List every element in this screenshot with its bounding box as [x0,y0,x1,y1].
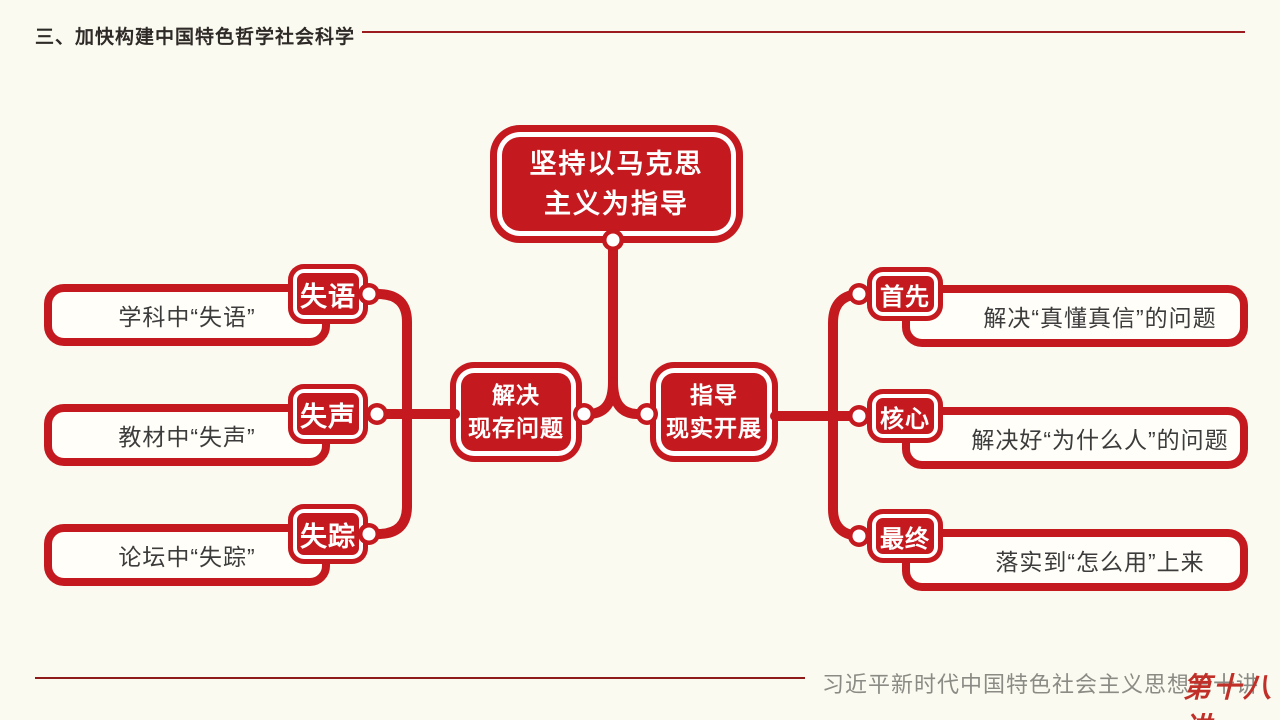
footer-episode-label: 第十八讲 [1183,673,1274,720]
left-item-box-1: 学科中“失语” [44,284,330,346]
left-item-badge-3: 失踪 [288,504,368,564]
right-item-badge-1: 首先 [867,267,943,321]
root-right-branch [608,377,652,419]
hub-right-line1: 指导 [690,381,738,408]
left-item-badge-2: 失声 [288,384,368,444]
header-rule [362,31,1245,33]
left-bracket-bottom [365,409,412,539]
root-node-line1: 坚持以马克思 [529,148,704,179]
right-item-badge-3: 最终 [867,509,943,563]
left-item-badge-1: 失语 [288,264,368,324]
root-node-line2: 主义为指导 [544,189,689,219]
right-item-badge-2: 核心 [867,389,943,443]
right-item-box-1: 解决“真懂真信”的问题 [902,285,1248,347]
right-item-box-3: 落实到“怎么用”上来 [902,529,1248,591]
hub-right-line2: 现实开展 [666,415,762,441]
left-item-box-3: 论坛中“失踪” [44,524,330,586]
right-bracket-bottom [828,411,867,541]
footer-series-title: 习近平新时代中国特色社会主义思想三十讲 [822,672,1260,697]
right-item-box-2: 解决好“为什么人”的问题 [902,407,1248,469]
hub-solve-problems: 解决 现存问题 [450,362,582,462]
node-dots [358,229,870,547]
page-title: 三、加快构建中国特色哲学社会科学 [35,27,356,48]
hub-left-line2: 现存问题 [468,415,564,441]
hub-guide-practice: 指导 现实开展 [650,362,778,462]
root-node: 坚持以马克思 主义为指导 [490,125,743,243]
hub-left-line1: 解决 [492,381,540,408]
root-left-branch [579,377,618,419]
right-bracket-top [828,289,867,421]
footer-rule [35,677,805,679]
left-bracket-top [365,289,412,419]
